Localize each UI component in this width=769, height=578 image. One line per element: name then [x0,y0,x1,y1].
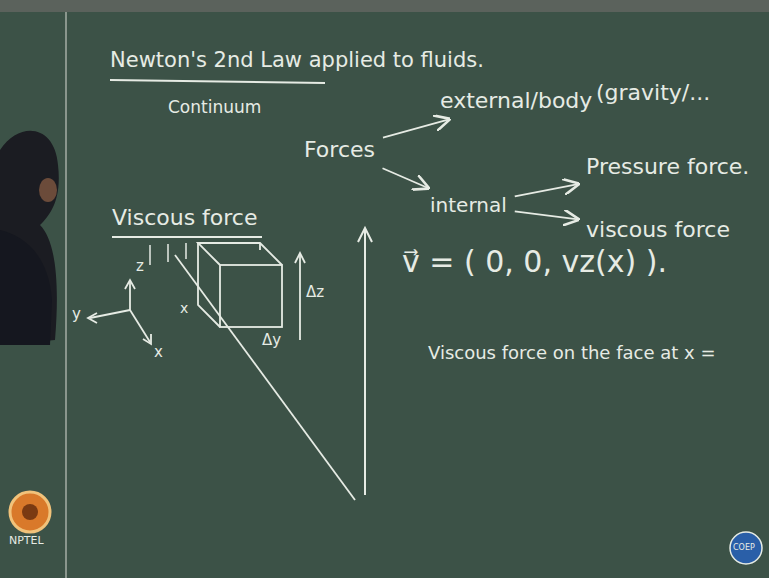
lecture-title: Newton's 2nd Law applied to fluids. [110,48,484,72]
branch-arrow [383,119,449,137]
dz-arrow [295,253,305,340]
term-text: Pressure force. [586,154,749,179]
force-term: Pressure force. [582,152,753,181]
logo-text: NPTEL [9,535,44,548]
axis-label: z [136,258,144,275]
coordinate-axes [88,280,151,344]
lecturer-face [39,178,57,202]
fluid-element-cube [198,243,282,327]
nptel-logo [10,492,50,532]
dimension-label: Δy [262,332,281,349]
board-edge [65,12,67,578]
lecturer-shirt [0,230,52,345]
board-top-frame [0,0,769,12]
axis-label: x [154,344,163,361]
nptel-logo-core [22,504,38,520]
force-term: viscous force [582,215,734,244]
force-term: external/body [436,86,596,115]
position-label: x [180,300,188,316]
section-heading: Viscous force [112,205,258,230]
gravity-note: (gravity/... [596,80,710,105]
coep-logo [730,532,762,564]
viscous-underline [112,236,262,238]
term-text: internal [430,194,507,217]
branch-arrow [515,211,578,219]
dimension-label: Δz [306,284,324,301]
term-text: external/body [440,88,592,113]
term-text: viscous force [586,217,730,242]
force-term: Forces [300,135,379,164]
continuum-note: Continuum [168,98,261,118]
term-text: Forces [304,137,375,162]
axis-label: y [72,306,81,323]
branch-arrow [515,184,578,196]
velocity-equation: v⃗ = ( 0, 0, vz(x) ). [402,245,667,280]
branch-arrow [383,168,428,188]
lecturer-silhouette [0,131,59,345]
title-underline [110,80,325,83]
vertical-arrow [358,228,372,495]
logo-text: COEP [733,543,755,552]
force-term: internal [426,192,511,219]
viscous-face-note: Viscous force on the face at x = [428,343,716,364]
inclined-line [175,255,355,500]
